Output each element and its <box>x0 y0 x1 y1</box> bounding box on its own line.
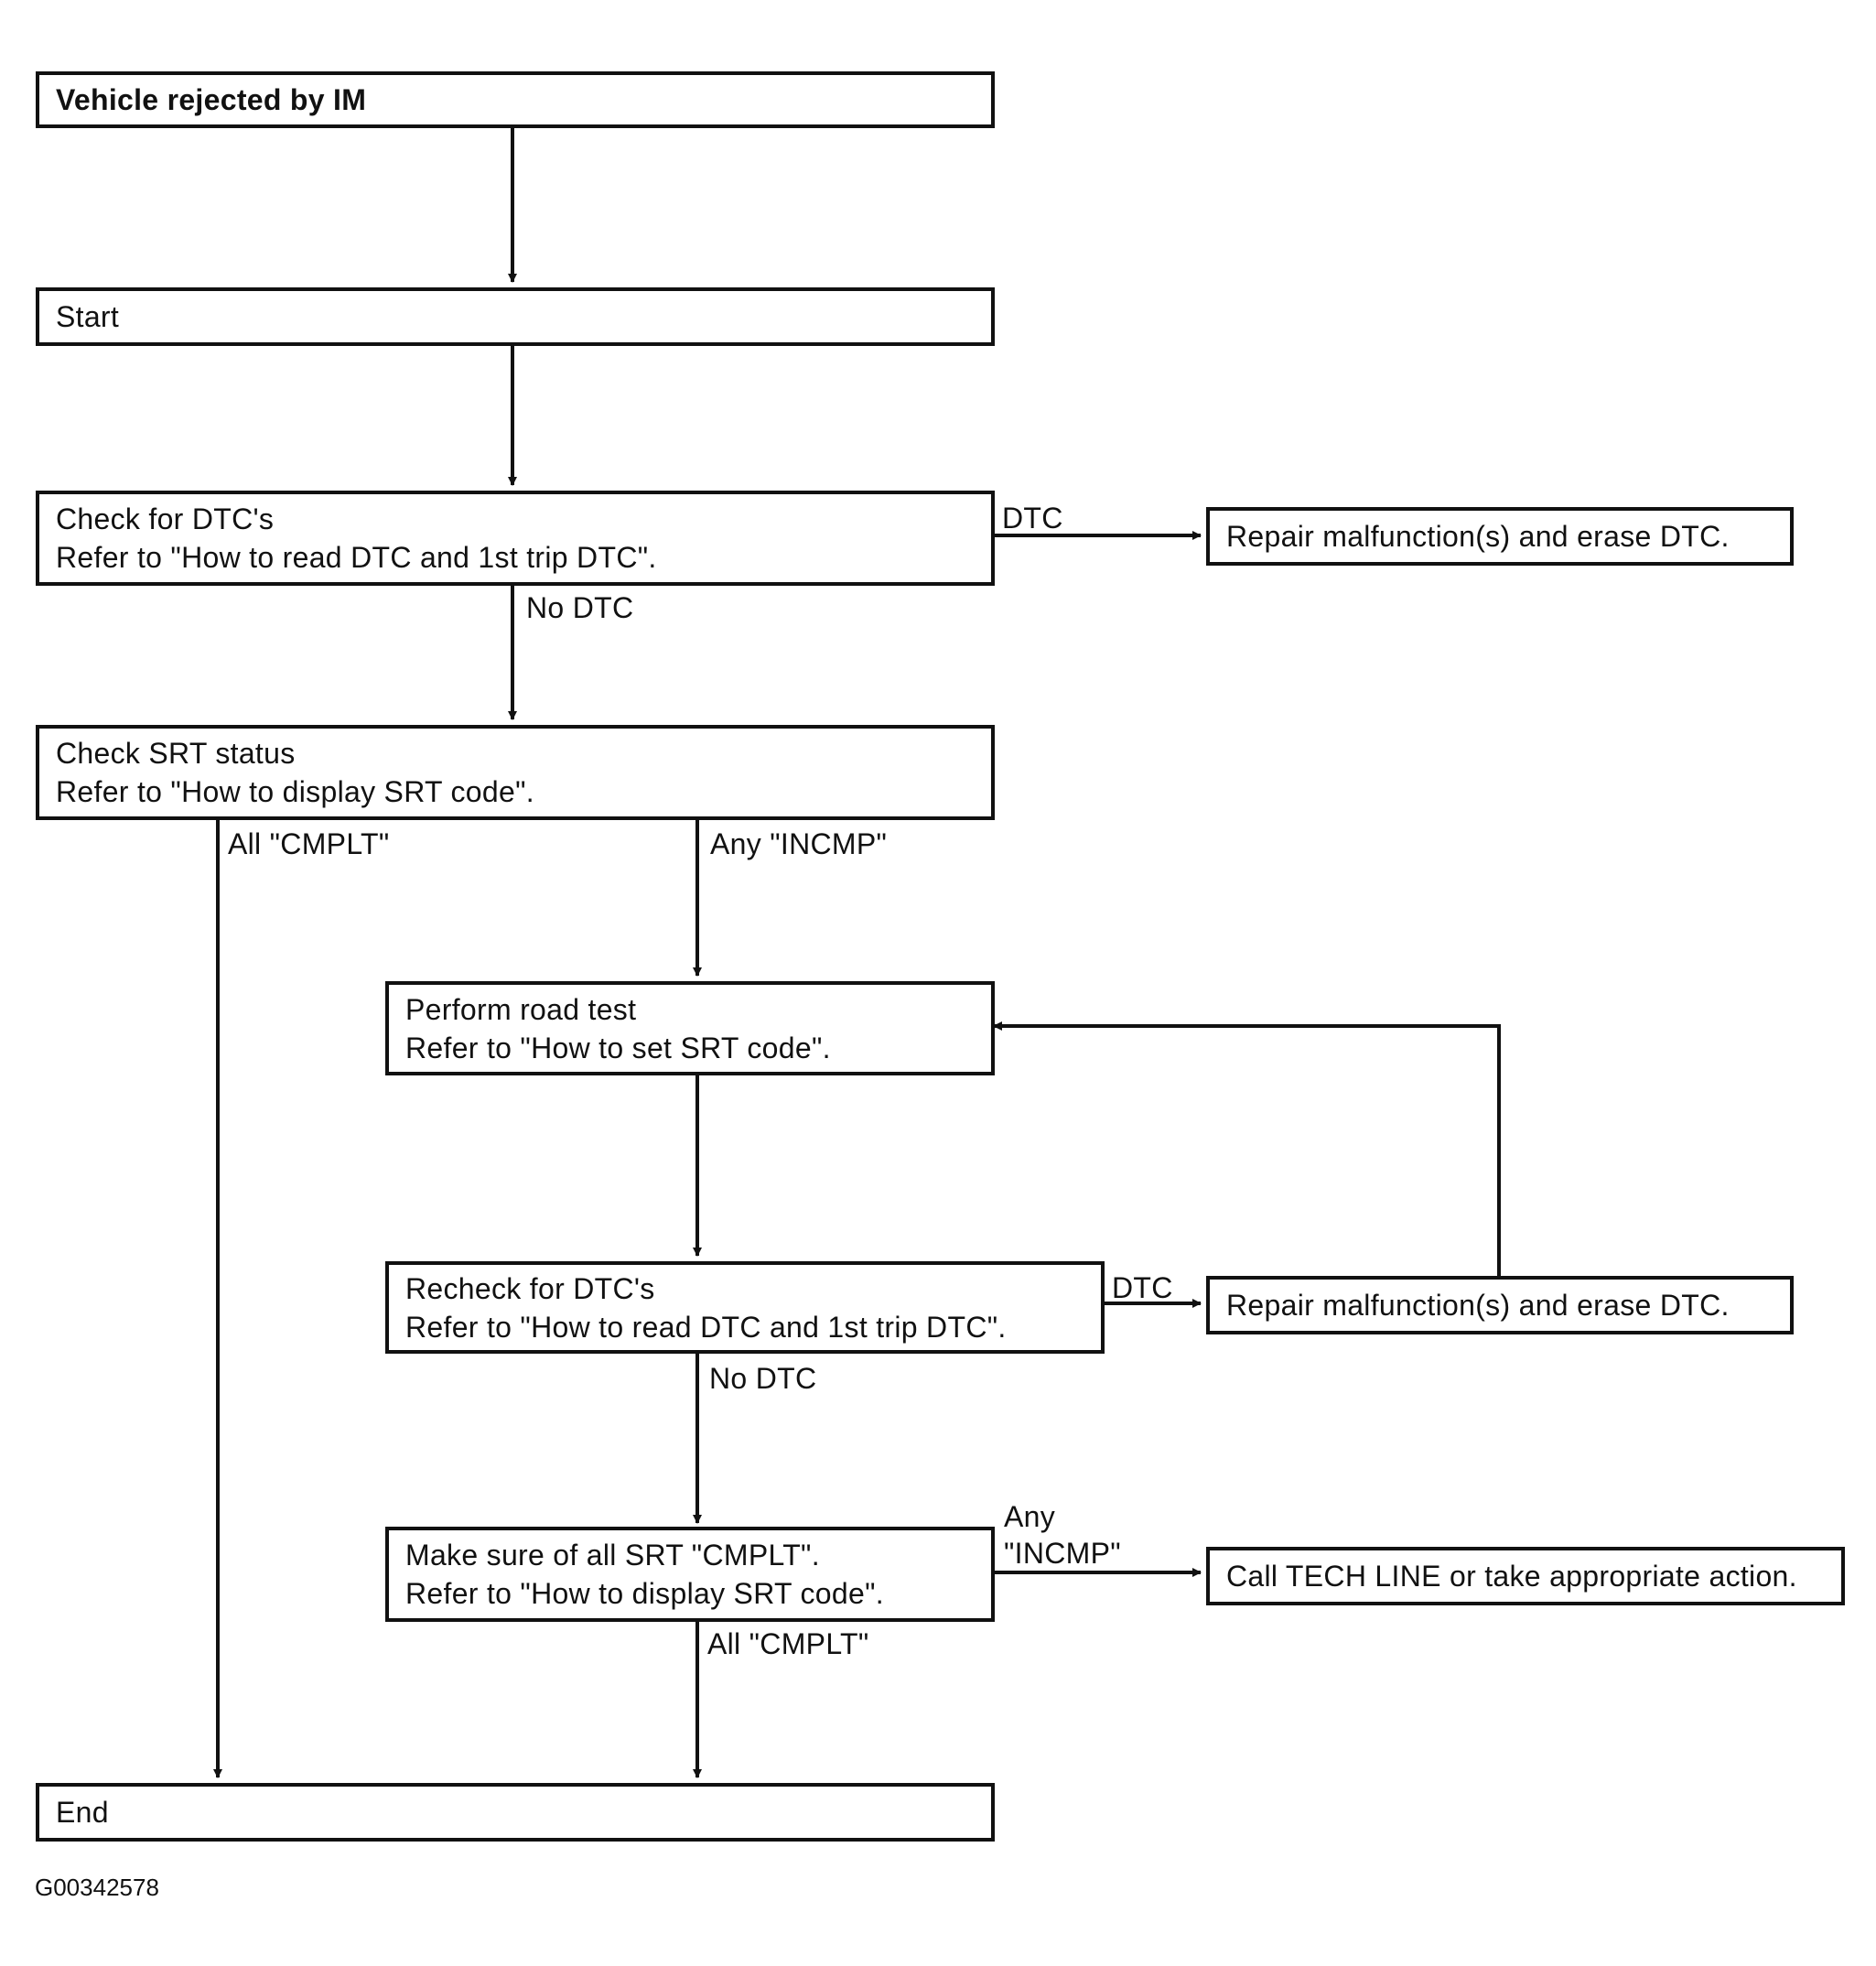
box-end: End <box>36 1783 995 1842</box>
box-repair-malfunction-2: Repair malfunction(s) and erase DTC. <box>1206 1276 1794 1334</box>
box-tech-line: Call TECH LINE or take appropriate actio… <box>1206 1547 1845 1605</box>
label-any-2: Any <box>1004 1500 1056 1533</box>
label-dtc-2: DTC <box>1112 1271 1173 1304</box>
label-any-incmp-1: Any "INCMP" <box>710 827 888 860</box>
box-make-sure-srt: Make sure of all SRT "CMPLT". Refer to "… <box>385 1527 995 1622</box>
box-recheck-dtc: Recheck for DTC's Refer to "How to read … <box>385 1261 1105 1354</box>
box-road-test-line2: Refer to "How to set SRT code". <box>405 1031 831 1064</box>
box-make-sure-srt-line1: Make sure of all SRT "CMPLT". <box>405 1539 820 1572</box>
box-check-dtc-line2: Refer to "How to read DTC and 1st trip D… <box>56 541 657 574</box>
box-make-sure-srt-line2: Refer to "How to display SRT code". <box>405 1577 884 1610</box>
box-check-srt-line2: Refer to "How to display SRT code". <box>56 775 534 808</box>
box-repair-malfunction-1: Repair malfunction(s) and erase DTC. <box>1206 507 1794 566</box>
label-dtc-1: DTC <box>1002 502 1063 535</box>
box-vehicle-rejected: Vehicle rejected by IM <box>36 71 995 128</box>
label-no-dtc-2: No DTC <box>709 1362 817 1395</box>
box-check-srt-line1: Check SRT status <box>56 737 296 770</box>
box-check-srt: Check SRT status Refer to "How to displa… <box>36 725 995 820</box>
box-repair-malfunction-1-text: Repair malfunction(s) and erase DTC. <box>1226 520 1730 553</box>
box-repair-malfunction-2-text: Repair malfunction(s) and erase DTC. <box>1226 1289 1730 1322</box>
box-road-test-line1: Perform road test <box>405 992 637 1026</box>
figure-code: G00342578 <box>35 1874 159 1901</box>
label-no-dtc-1: No DTC <box>526 591 634 624</box>
box-check-dtc: Check for DTC's Refer to "How to read DT… <box>36 491 995 586</box>
box-recheck-dtc-line1: Recheck for DTC's <box>405 1271 655 1305</box>
box-road-test: Perform road test Refer to "How to set S… <box>385 981 995 1075</box>
box-start-text: Start <box>56 300 120 333</box>
box-vehicle-rejected-text: Vehicle rejected by IM <box>56 83 367 116</box>
box-tech-line-text: Call TECH LINE or take appropriate actio… <box>1226 1560 1797 1593</box>
label-all-cmplt-1: All "CMPLT" <box>228 827 390 860</box>
box-end-text: End <box>56 1796 109 1829</box>
box-start: Start <box>36 287 995 346</box>
label-all-cmplt-2: All "CMPLT" <box>707 1627 869 1660</box>
label-incmp-2: "INCMP" <box>1004 1537 1121 1570</box>
box-recheck-dtc-line2: Refer to "How to read DTC and 1st trip D… <box>405 1310 1007 1344</box>
box-check-dtc-line1: Check for DTC's <box>56 502 275 535</box>
arrow-repair-back-to-road-test <box>993 1021 1501 1276</box>
